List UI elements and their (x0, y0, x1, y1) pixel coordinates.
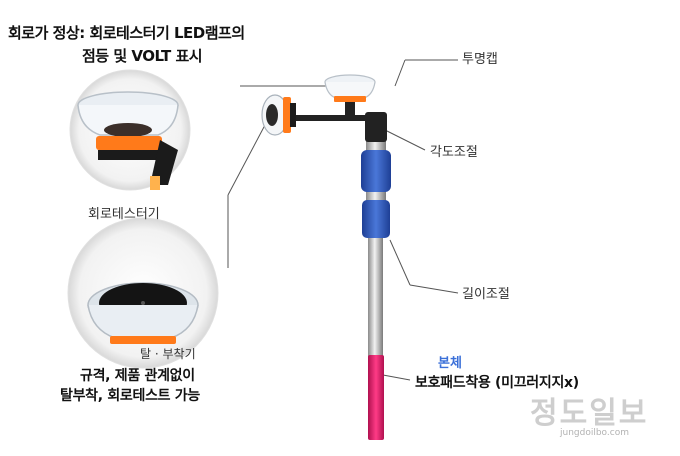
circuit-tester-label: 회로테스터기 (88, 207, 160, 222)
headline-line1: 회로가 정상: 회로테스터기 LED램프의 (8, 24, 245, 42)
body-label: 본체 (438, 356, 462, 371)
attach-closeup-circle (67, 217, 219, 369)
length-adjust-label: 길이조절 (462, 287, 510, 302)
watermark-name: 정도일보 (530, 396, 649, 431)
protective-pad-label: 보호패드착용 (미끄러지지x) (415, 375, 579, 391)
headline-line2: 점등 및 VOLT 표시 (82, 47, 203, 65)
tester-closeup-circle (69, 69, 191, 191)
watermark-url: jungdoilbo.com (560, 428, 629, 438)
clear-cap-label: 투명캡 (462, 52, 498, 67)
attach-detach-label: 탈 · 부착기 (140, 347, 196, 361)
tester-pole (261, 74, 391, 440)
angle-adjust-label: 각도조절 (430, 145, 478, 160)
spec-line2: 탈부착, 회로테스트 가능 (60, 388, 200, 404)
spec-line1: 규격, 제품 관계없이 (80, 368, 195, 384)
leader-lines (227, 59, 459, 381)
